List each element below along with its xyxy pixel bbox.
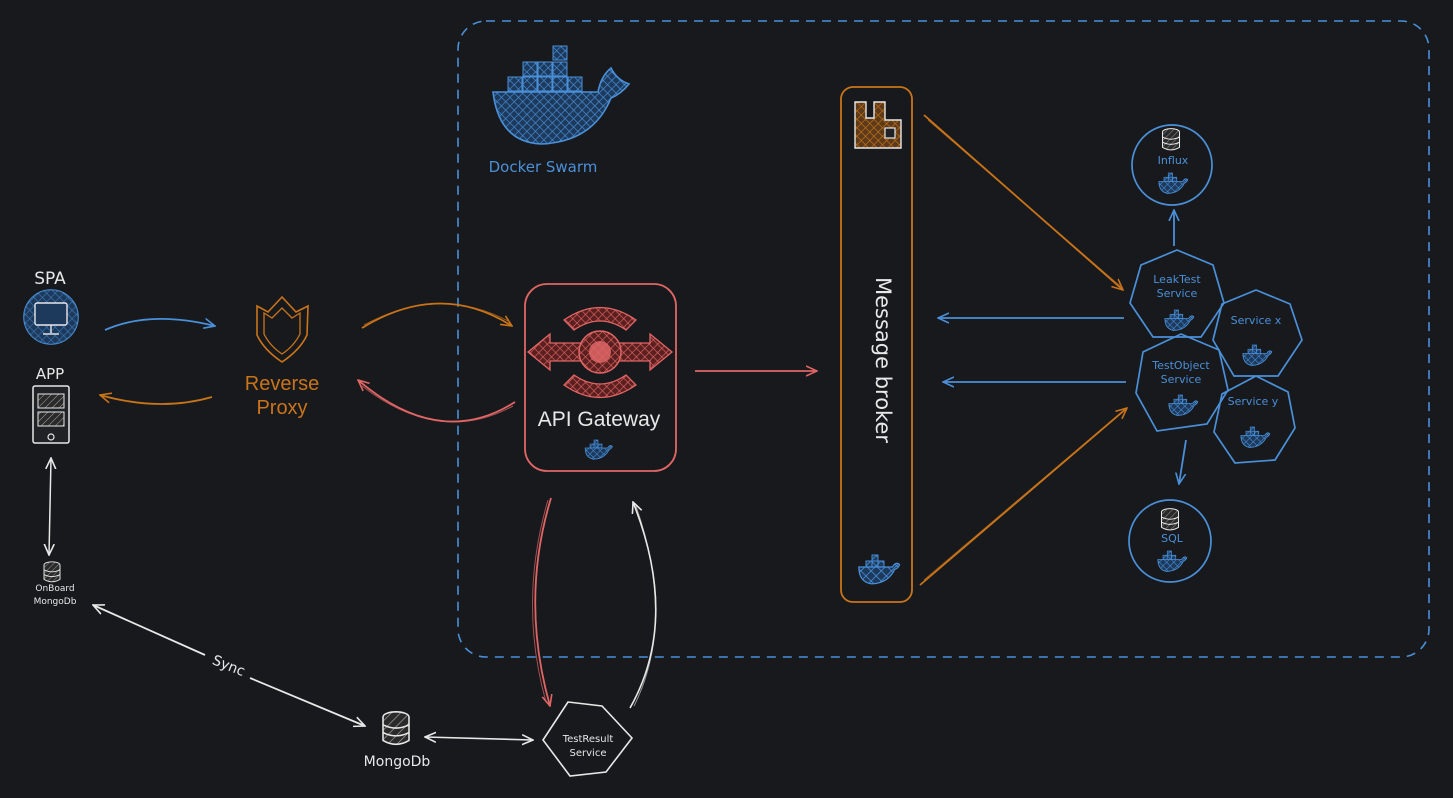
api-gateway-docker-icon [584,439,613,460]
mongodb-icon [382,711,410,746]
service-y-docker-icon [1240,426,1271,448]
onboard-db-label-1: OnBoard [35,584,74,594]
spa-label: SPA [34,269,66,289]
mongodb-label: MongoDb [364,754,431,770]
app-label: APP [36,365,64,383]
sync-arrow-2 [249,677,365,726]
gateway-to-testresult-arrow [534,497,551,706]
shield-icon [256,295,309,363]
docker-whale-icon [492,45,631,145]
message-broker-label: Message broker [871,277,895,443]
testresult-label-1: TestResult [562,734,614,745]
influx-docker-icon [1158,172,1189,194]
reverse-proxy-label-1: Reverse [245,373,319,395]
broker-to-testobject-arrow [919,408,1127,586]
proxy-to-app-arrow [100,395,213,405]
api-gateway-box [524,283,677,472]
sync-arrow-1 [93,605,206,656]
message-broker-docker-icon [858,554,901,585]
sql-label: SQL [1161,532,1184,545]
service-x-docker-icon [1242,344,1273,366]
service-y-node [1213,375,1296,464]
leaktest-label-1: LeakTest [1153,273,1201,286]
rabbitmq-icon [854,101,902,149]
reverse-proxy-label-2: Proxy [256,397,307,419]
testobject-docker-icon [1168,394,1199,416]
testobject-label-2: Service [1161,373,1202,386]
app-onboard-db-arrow [49,458,51,555]
influx-db-icon [1161,128,1181,151]
service-y-label: Service y [1228,395,1279,408]
sync-label: Sync [210,653,247,680]
service-x-label: Service x [1231,314,1282,327]
docker-swarm-label: Docker Swarm [489,158,598,176]
sql-db-icon [1160,508,1180,531]
testobject-label-1: TestObject [1151,359,1210,372]
tablet-icon [32,385,70,444]
testresult-to-gateway-arrow [629,502,657,709]
influx-node [1131,124,1213,206]
message-broker-box [840,86,913,603]
testobject-service-node [1135,333,1229,432]
sql-node [1128,499,1212,583]
sql-docker-icon [1157,550,1188,572]
mongodb-testresult-arrow [425,737,533,740]
api-gateway-icon [526,306,674,399]
database-icon [43,561,61,583]
monitor-icon [23,289,79,345]
leaktest-label-2: Service [1157,287,1198,300]
onboard-db-label-2: MongoDb [34,597,77,607]
testobject-to-sql-arrow [1179,439,1187,484]
influx-label: Influx [1158,154,1189,167]
leaktest-service-node [1129,249,1225,338]
docker-swarm-boundary [457,20,1430,658]
testresult-label-2: Service [570,748,607,759]
testresult-service-node [542,701,634,777]
leaktest-docker-icon [1164,309,1195,331]
spa-to-proxy-arrow [104,319,215,331]
api-gateway-label: API Gateway [538,408,661,431]
